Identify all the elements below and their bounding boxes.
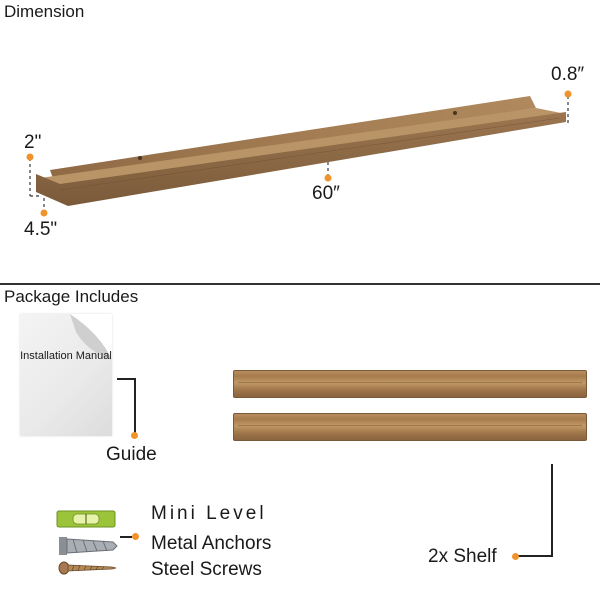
guide-connector-v (134, 378, 136, 434)
lip-marker (564, 90, 572, 98)
shelf-marker (512, 553, 519, 560)
length-label: 60″ (312, 183, 340, 204)
page-curl-icon (70, 314, 112, 360)
shelf-plank-1 (233, 370, 587, 398)
lip-label: 0.8″ (551, 64, 585, 85)
metal-anchor-icon (59, 537, 118, 555)
mini-level-label: Mini Level (151, 503, 267, 524)
height-marker (26, 153, 34, 161)
section-divider (0, 283, 600, 285)
length-marker (324, 174, 332, 182)
guide-connector-h (117, 378, 135, 380)
guide-label: Guide (106, 444, 157, 465)
metal-anchors-label: Metal Anchors (151, 533, 272, 554)
shelf-label: 2x Shelf (428, 546, 497, 567)
hardware-connector (120, 536, 132, 538)
height-label: 2" (24, 132, 42, 153)
shelf-lip (36, 112, 566, 206)
depth-label: 4.5" (24, 219, 58, 240)
shelf-connector-v (551, 464, 553, 557)
mini-level-icon (56, 510, 116, 528)
guide-marker (131, 432, 138, 439)
steel-screws-label: Steel Screws (151, 559, 262, 580)
shelf-illustration (26, 90, 572, 217)
shelf-plank-2 (233, 413, 587, 441)
depth-marker (40, 209, 48, 217)
package-title: Package Includes (4, 287, 139, 306)
dimension-title: Dimension (4, 2, 85, 21)
steel-screw-icon (58, 561, 117, 575)
shelf-connector-h (518, 555, 553, 557)
hardware-marker (132, 533, 139, 540)
manual-text: Installation Manual (20, 350, 112, 362)
